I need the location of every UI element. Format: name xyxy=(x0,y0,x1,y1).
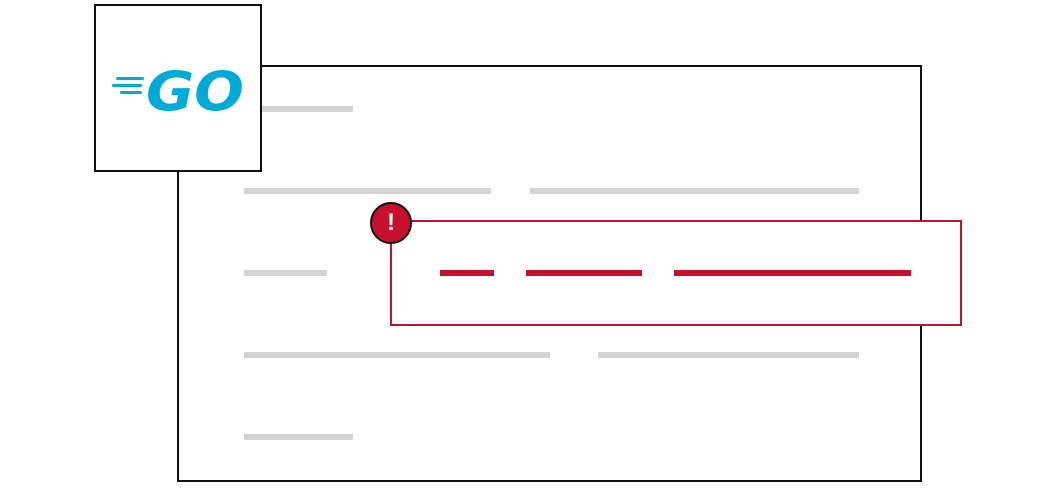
go-logo-text: GO xyxy=(146,60,244,120)
go-logo-icon: GO xyxy=(112,60,244,120)
placeholder-line xyxy=(598,352,859,358)
go-logo-box: GO xyxy=(94,4,262,172)
placeholder-line xyxy=(244,434,353,440)
placeholder-line xyxy=(244,270,327,276)
placeholder-line xyxy=(244,106,353,112)
exclamation-icon: ! xyxy=(370,202,412,244)
error-line xyxy=(674,270,911,276)
speed-line xyxy=(116,77,144,80)
error-line xyxy=(440,270,494,276)
placeholder-line xyxy=(244,352,550,358)
placeholder-line xyxy=(244,188,491,194)
placeholder-line xyxy=(530,188,859,194)
speed-line xyxy=(112,84,142,87)
error-line xyxy=(526,270,642,276)
speed-line xyxy=(120,91,142,94)
